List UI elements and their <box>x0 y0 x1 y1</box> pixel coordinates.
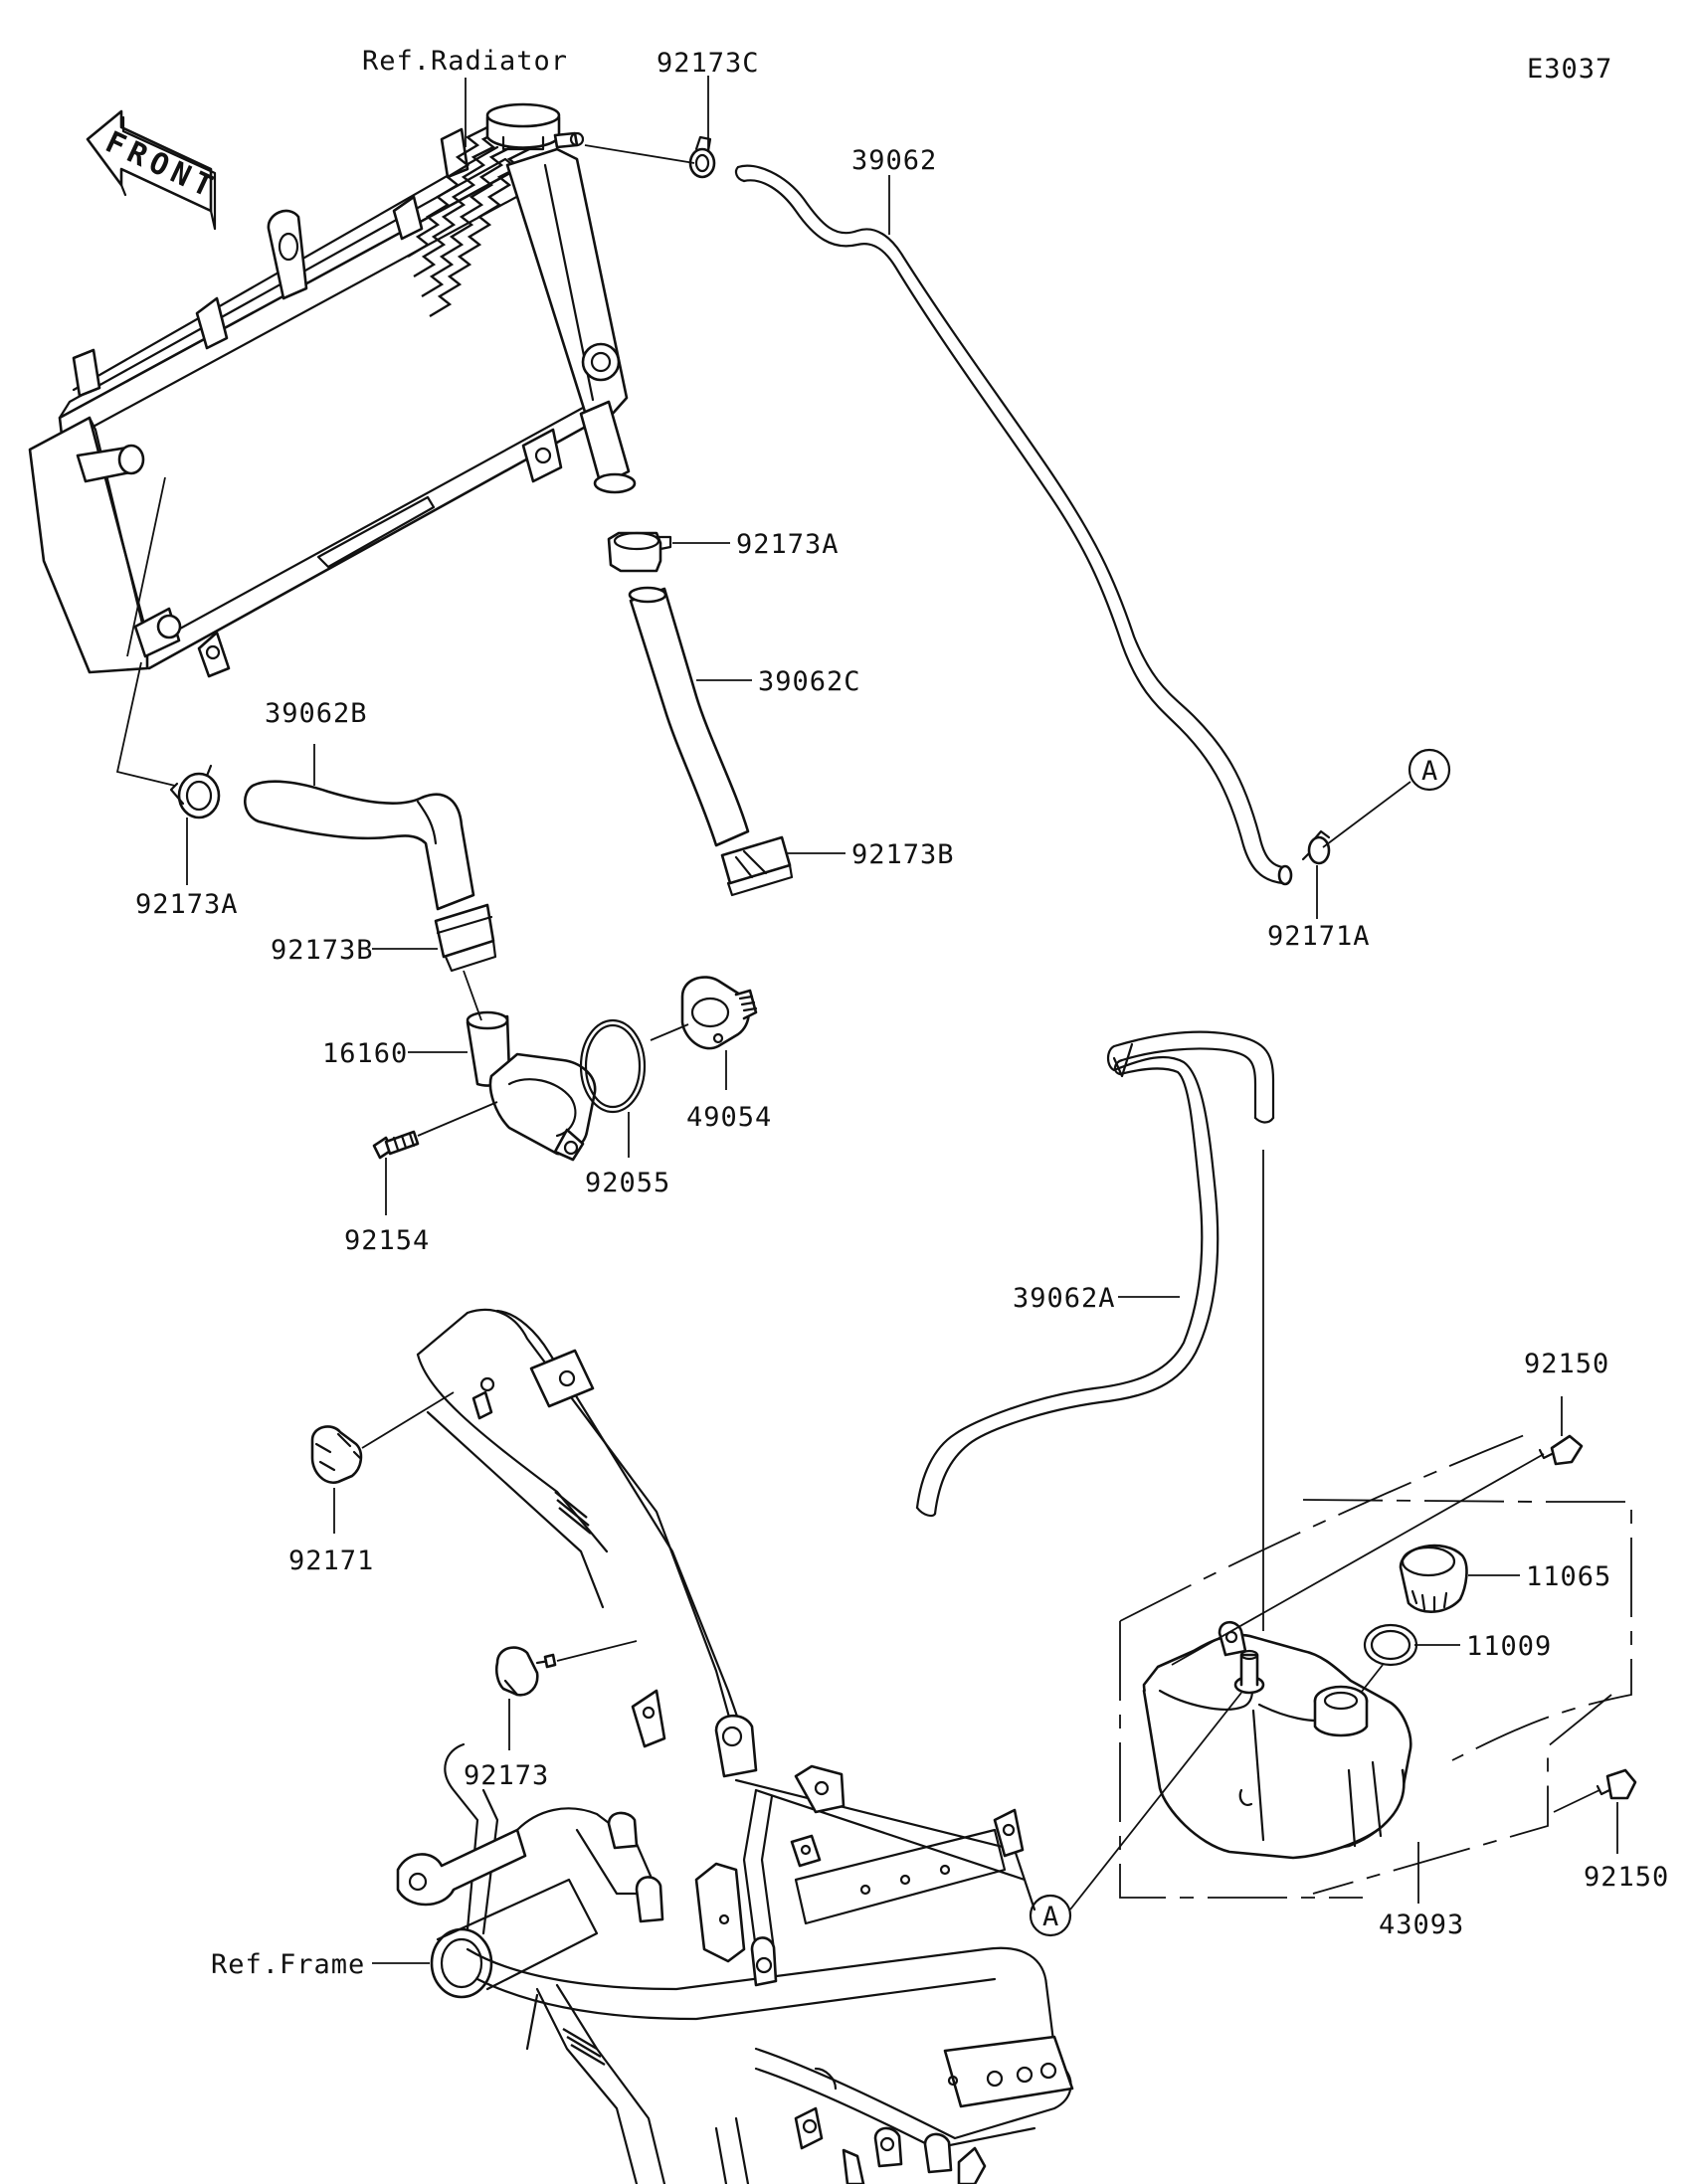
clamp-92171A <box>1301 829 1331 865</box>
bolt-92154 <box>372 1130 420 1160</box>
part-label-92173: 92173 <box>464 1760 549 1791</box>
clamp-92173B-left <box>434 903 497 973</box>
hose-39062A <box>915 1030 1275 1518</box>
o-ring-92055 <box>579 1018 647 1114</box>
thermostat-housing-16160 <box>466 1010 597 1162</box>
reservoir-bracket-outline <box>1119 1431 1632 1899</box>
bolt-92150-bottom <box>1596 1768 1637 1800</box>
part-label-92150-bottom: 92150 <box>1584 1862 1669 1893</box>
ref-radiator-label: Ref.Radiator <box>362 46 568 77</box>
part-label-92173A-left: 92173A <box>135 889 239 920</box>
svg-text:A: A <box>1042 1902 1059 1932</box>
part-label-92173C: 92173C <box>657 48 760 79</box>
part-label-43093: 43093 <box>1379 1910 1464 1940</box>
clamp-92171 <box>310 1425 363 1484</box>
reservoir-cap-11065 <box>1399 1544 1468 1613</box>
part-label-92171: 92171 <box>288 1546 374 1576</box>
part-label-92171A: 92171A <box>1267 921 1371 952</box>
thermostat-49054 <box>680 976 758 1050</box>
part-label-92173A-top: 92173A <box>736 529 840 560</box>
connector-marker-a-bottom: A <box>1029 1894 1072 1937</box>
ref-frame-label: Ref.Frame <box>211 1949 365 1980</box>
part-label-92173B-left: 92173B <box>271 935 374 966</box>
radiator <box>28 125 637 678</box>
frame <box>396 1308 1074 2184</box>
front-arrow-icon: FRONT <box>86 109 223 231</box>
bolt-92150-top <box>1538 1434 1584 1466</box>
part-label-92173B-right: 92173B <box>851 839 955 870</box>
part-label-49054: 49054 <box>686 1102 772 1133</box>
clamp-92173 <box>494 1646 557 1697</box>
hose-39062C <box>628 586 750 847</box>
hose-39062B <box>244 780 475 911</box>
part-label-11065: 11065 <box>1526 1561 1611 1592</box>
svg-text:A: A <box>1421 756 1438 787</box>
part-label-92055: 92055 <box>585 1168 670 1198</box>
clamp-92173C <box>688 135 716 179</box>
part-label-39062A: 39062A <box>1013 1283 1116 1314</box>
clamp-92173B-right <box>720 835 794 897</box>
connector-marker-a-top: A <box>1408 748 1451 792</box>
part-label-11009: 11009 <box>1466 1631 1552 1662</box>
part-label-16160: 16160 <box>322 1038 408 1069</box>
clamp-92173A-left <box>169 764 221 819</box>
diagram-code: E3037 <box>1527 54 1612 85</box>
gasket-11009 <box>1363 1623 1418 1667</box>
radiator-cap <box>485 102 585 151</box>
part-label-92150-top: 92150 <box>1524 1349 1609 1379</box>
part-label-39062B: 39062B <box>265 698 368 729</box>
leader-lines <box>115 76 1618 1964</box>
part-labels: Ref.Radiator 92173C 39062 92173A 39062C … <box>135 46 1669 1980</box>
part-label-92154: 92154 <box>344 1225 430 1256</box>
clamp-92173A-top <box>607 531 672 573</box>
part-label-39062: 39062 <box>851 145 937 176</box>
part-label-39062C: 39062C <box>758 666 861 697</box>
overflow-hose-39062 <box>734 164 1293 886</box>
